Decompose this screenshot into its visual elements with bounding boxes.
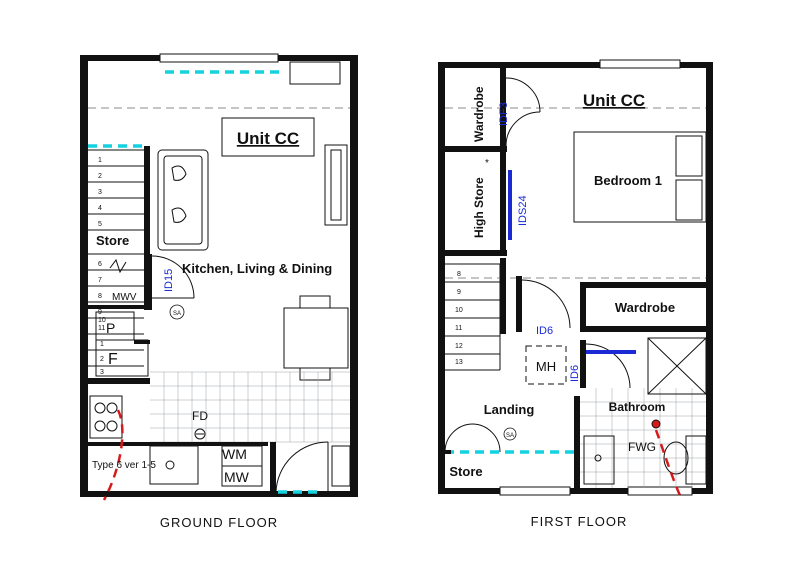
- fwg-label: FWG: [628, 440, 656, 454]
- ground-stair: [88, 149, 144, 367]
- first-stair: [445, 263, 706, 371]
- first-unit-label: Unit CC: [583, 91, 645, 110]
- kitchen-living-dining-label: Kitchen, Living & Dining: [182, 261, 332, 276]
- ground-stair-numbers: 1 2 3 4 5 6 7 8 9 10 11 1 2 3: [98, 157, 106, 376]
- first-store-label: Store: [449, 464, 482, 479]
- ground-stair-number: 6: [98, 261, 102, 268]
- first-smoke-alarm-symbol: SA: [503, 427, 517, 441]
- ground-stair-number: 8: [98, 293, 102, 300]
- first-smoke-alarm-label: SA: [506, 433, 514, 439]
- ground-stair-number: 2: [98, 173, 102, 180]
- ground-unit-label: Unit CC: [237, 129, 299, 148]
- bedroom-label: Bedroom 1: [594, 173, 662, 188]
- type-version-note: Type 6 ver 1-5: [92, 460, 156, 471]
- mwv-label: MWV: [112, 292, 137, 303]
- kitchen-tile-grid: [150, 371, 350, 443]
- washing-machine-label: WM: [222, 446, 247, 462]
- ids24-door-tag: IDS24: [517, 195, 529, 226]
- manhole-label: MH: [536, 359, 556, 374]
- ground-stair-number: 3: [98, 189, 102, 196]
- ground-stair-number: 9: [98, 309, 102, 316]
- wardrobe-right-label: Wardrobe: [615, 300, 675, 315]
- microwave-label: MW: [224, 469, 250, 485]
- ground-floor-caption: GROUND FLOOR: [160, 515, 278, 530]
- ground-smoke-alarm-label: SA: [173, 311, 181, 317]
- ground-stair-number: 3: [100, 369, 104, 376]
- first-stair-number: 13: [455, 359, 463, 366]
- first-floor-caption: FIRST FLOOR: [531, 514, 628, 529]
- id15-door-tag: ID15: [163, 269, 175, 292]
- pantry-label: P: [106, 320, 115, 336]
- first-floor-plan: [438, 59, 713, 501]
- ground-smoke-alarm-symbol: SA: [169, 304, 185, 320]
- floor-drain-label: FD: [192, 409, 208, 423]
- ground-stair-number: 4: [98, 205, 102, 212]
- ground-floor-plan: [80, 53, 358, 501]
- ground-stair-number: 1: [98, 157, 102, 164]
- first-stair-number: 9: [457, 289, 461, 296]
- high-store-asterisk: *: [485, 158, 489, 169]
- landing-label: Landing: [484, 402, 535, 417]
- ground-unit-label-box: Unit CC: [221, 117, 315, 157]
- id6-upper-door-tag: ID6: [536, 325, 553, 337]
- idf3-door-tag: IDF3: [498, 102, 510, 126]
- first-stair-number: 12: [455, 343, 463, 350]
- ground-stair-number: 1: [100, 341, 104, 348]
- ground-stair-number: 7: [98, 277, 102, 284]
- bathroom-label: Bathroom: [609, 400, 666, 414]
- ground-stair-number: 10: [98, 317, 106, 324]
- ground-stair-number: 11: [98, 325, 105, 332]
- ground-stair-number: 5: [98, 221, 102, 228]
- first-stair-number: 11: [455, 325, 462, 332]
- wardrobe-left-label: Wardrobe: [472, 86, 486, 142]
- fridge-label: F: [108, 351, 118, 368]
- bathroom-tile-grid: [580, 388, 706, 488]
- first-stair-number: 10: [455, 307, 463, 314]
- ground-store-label: Store: [96, 233, 129, 248]
- id6-side-door-tag: ID6: [569, 365, 581, 382]
- first-stair-number: 8: [457, 271, 461, 278]
- first-stair-numbers: 8 9 10 11 12 13: [455, 271, 463, 366]
- ground-stair-number: 2: [100, 356, 104, 363]
- high-store-label: High Store: [472, 177, 486, 238]
